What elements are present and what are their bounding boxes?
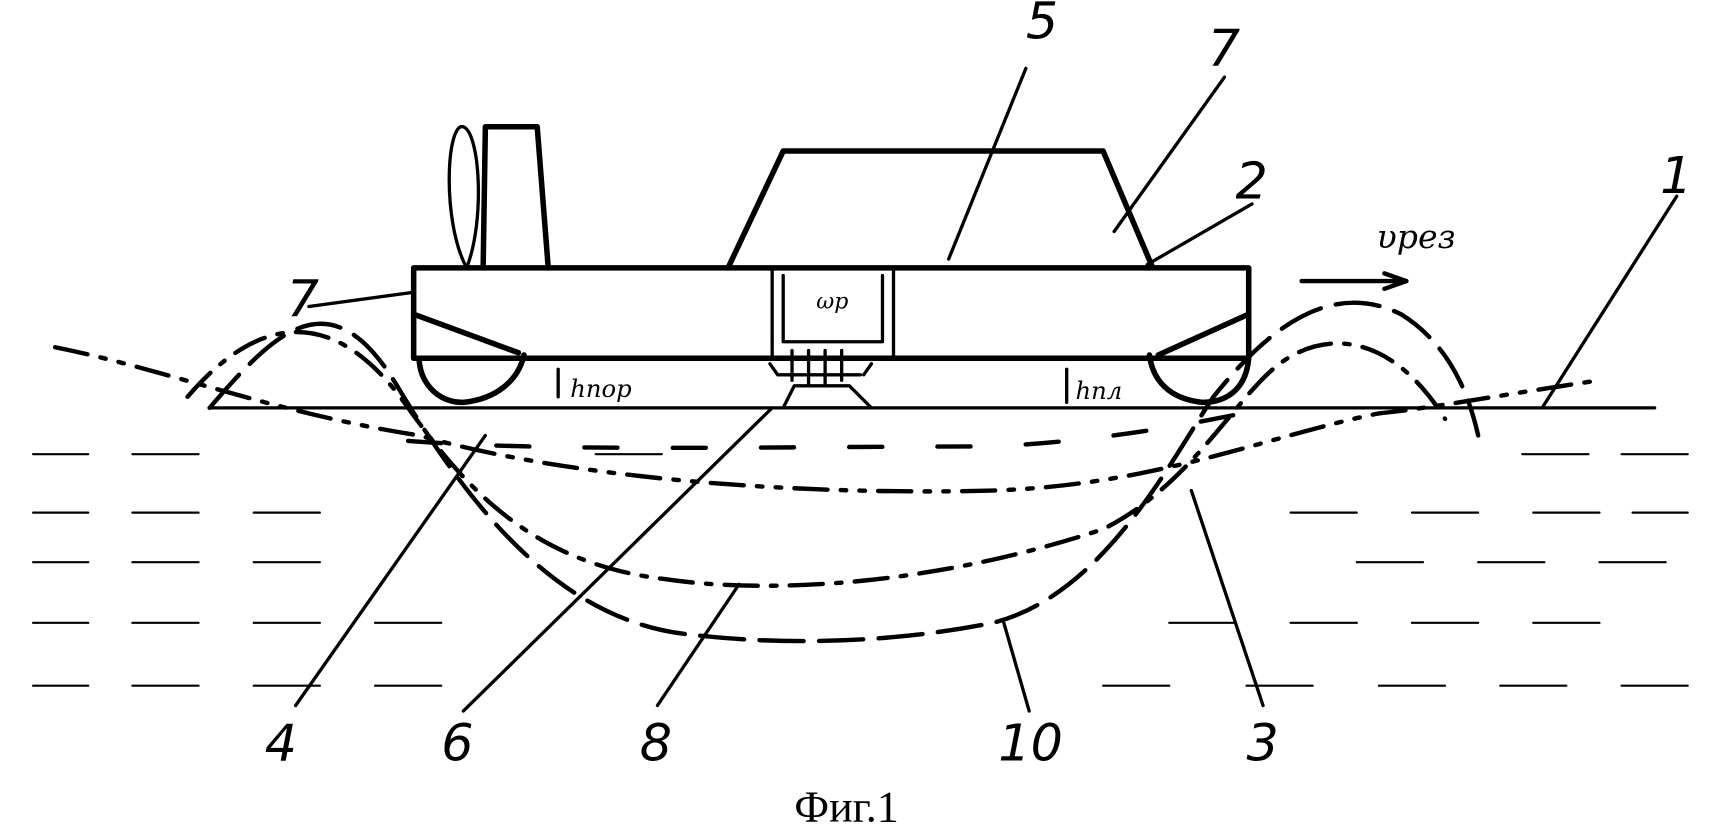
h-threshold-label: hпор — [570, 374, 631, 403]
label-hull-right: 7 — [1208, 19, 1240, 78]
label-drive: 5 — [1026, 0, 1058, 51]
omega-label: ωр — [816, 290, 848, 315]
h-float-label: hпл — [1076, 376, 1123, 405]
figure-caption: Фиг.1 — [794, 782, 899, 831]
label-wave-10: 10 — [998, 714, 1063, 773]
velocity-label: υрез — [1377, 217, 1456, 256]
wave-curves — [55, 303, 1599, 641]
label-wave-8: 8 — [640, 714, 672, 773]
label-wave-front: 3 — [1246, 714, 1278, 773]
label-water-surface: 1 — [1660, 146, 1692, 205]
label-hull-left: 7 — [287, 269, 319, 328]
vessel — [414, 127, 1249, 408]
label-wave-rear: 4 — [265, 714, 297, 773]
label-nozzle: 6 — [441, 714, 473, 773]
label-vessel: 2 — [1235, 151, 1267, 210]
